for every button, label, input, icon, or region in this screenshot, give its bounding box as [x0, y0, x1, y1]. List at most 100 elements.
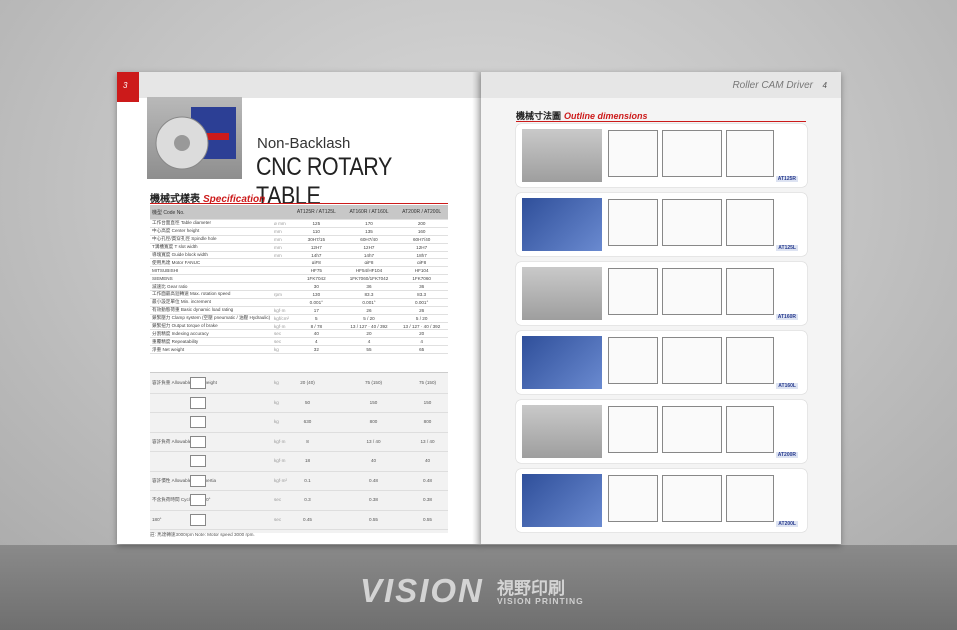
dimension-drawing — [662, 130, 722, 177]
row-value: 26 — [395, 306, 448, 315]
row-value: 0.001° — [290, 298, 343, 307]
load-value: 0.3 — [304, 497, 311, 502]
dimension-drawing — [726, 268, 774, 315]
row-value: 18h7 — [395, 251, 448, 260]
load-value: 75 (150) — [418, 380, 437, 385]
dimension-row: AT160L — [516, 331, 807, 394]
row-label: 有效動態荷重 Basic dynamic load rating — [150, 306, 272, 315]
model-photo — [522, 405, 602, 458]
row-value: HF75 — [290, 266, 343, 276]
load-value: 0.55 — [423, 516, 432, 522]
load-value: 50 — [304, 399, 311, 405]
row-value: 83.3 — [395, 290, 448, 299]
dimension-drawing — [608, 337, 658, 384]
row-label: 鎖緊扭力 Output torque of brake — [150, 322, 272, 331]
dimension-drawing — [662, 475, 722, 522]
row-value: 65 — [395, 345, 448, 355]
left-page-number: 3 — [123, 81, 128, 90]
row-value: 5 / 20 — [342, 314, 396, 323]
dimension-drawing — [662, 199, 722, 246]
load-diagram-icon — [190, 474, 206, 487]
row-value: 13 / 127 · 40 / 392 — [342, 322, 396, 331]
row-value: 0.001° — [395, 298, 448, 307]
load-unit: kgf·m — [274, 458, 286, 463]
right-page-number: 4 — [822, 81, 827, 90]
model-label: AT125L — [776, 245, 798, 251]
heading-rule — [150, 203, 448, 204]
row-label: 分割精度 Indexing accuracy — [150, 329, 272, 339]
model-label: AT160R — [775, 314, 798, 320]
row-label: 淨重 Net weight — [150, 345, 272, 355]
header-cell: AT200R / AT200L — [395, 205, 448, 220]
row-value: 110 — [290, 227, 343, 236]
row-value: 12H7 — [395, 243, 448, 252]
dimensions-heading-en: Outline dimensions — [564, 111, 648, 121]
floor-band — [0, 545, 957, 630]
row-unit — [272, 266, 290, 276]
row-value: 32 — [290, 345, 343, 355]
row-value: 14h7 — [342, 251, 396, 260]
row-value: 60H7/40 — [395, 235, 448, 244]
load-unit: kg — [274, 419, 279, 424]
row-value: 1FK7060/1FK7042 — [342, 274, 396, 284]
row-unit: kgf/cm² — [272, 314, 290, 323]
model-label: AT200R — [775, 452, 798, 458]
row-value: 4 — [290, 337, 343, 347]
row-value: 40 — [290, 329, 343, 339]
load-value: 8 — [306, 438, 309, 444]
load-diagram-icon — [190, 396, 206, 409]
load-label: 容許慣性 Allowable work inertia — [152, 477, 217, 483]
row-label: 重覆精度 Repeatability — [150, 337, 272, 347]
top-band — [139, 72, 481, 98]
row-value: 125 — [290, 219, 343, 228]
load-value: 0.55 — [369, 516, 378, 522]
row-value: 36 — [342, 282, 396, 292]
load-value: 13 / 40 — [420, 438, 435, 444]
row-label: 中心高度 Center height — [150, 227, 272, 236]
row-value: 20 — [342, 329, 396, 339]
row-value: 30H7/15 — [290, 235, 343, 244]
row-value: HF104 — [395, 266, 448, 276]
row-unit: kg — [272, 345, 290, 355]
row-unit: sec — [272, 337, 290, 347]
row-unit: mm — [272, 251, 290, 260]
row-value: αiF8 — [342, 258, 396, 268]
row-value: 12H7 — [342, 243, 396, 252]
load-unit: kgf·m² — [274, 477, 288, 483]
row-value: 20 — [395, 329, 448, 339]
vision-wordmark: VISION — [360, 572, 484, 609]
dimension-drawing — [608, 475, 658, 522]
row-value: 1FK7042 — [290, 274, 343, 284]
dimension-drawing — [608, 406, 658, 453]
load-value: 630 — [303, 419, 312, 424]
row-unit — [272, 298, 290, 307]
row-unit: kgf·m — [272, 306, 290, 315]
product-photo — [147, 97, 242, 179]
dimension-drawing — [726, 475, 774, 522]
row-unit: sec — [272, 329, 290, 339]
spec-heading-cn: 機械式樣表 — [150, 194, 200, 205]
row-label: 工作面最高迴轉速 Max. rotation speed — [150, 290, 272, 299]
model-photo — [522, 267, 602, 320]
logo-english: VISION PRINTING — [497, 596, 584, 606]
load-label: 容許負荷 Allowable load — [152, 438, 202, 444]
model-label: AT125R — [775, 176, 798, 182]
load-value: 40 — [424, 458, 431, 463]
load-value: 150 — [369, 399, 378, 405]
model-label: AT160L — [776, 383, 798, 389]
load-value: 18 — [304, 458, 311, 463]
rotary-table-illustration — [155, 107, 236, 170]
dimension-drawing — [726, 406, 774, 453]
row-unit: kgf·m — [272, 322, 290, 331]
